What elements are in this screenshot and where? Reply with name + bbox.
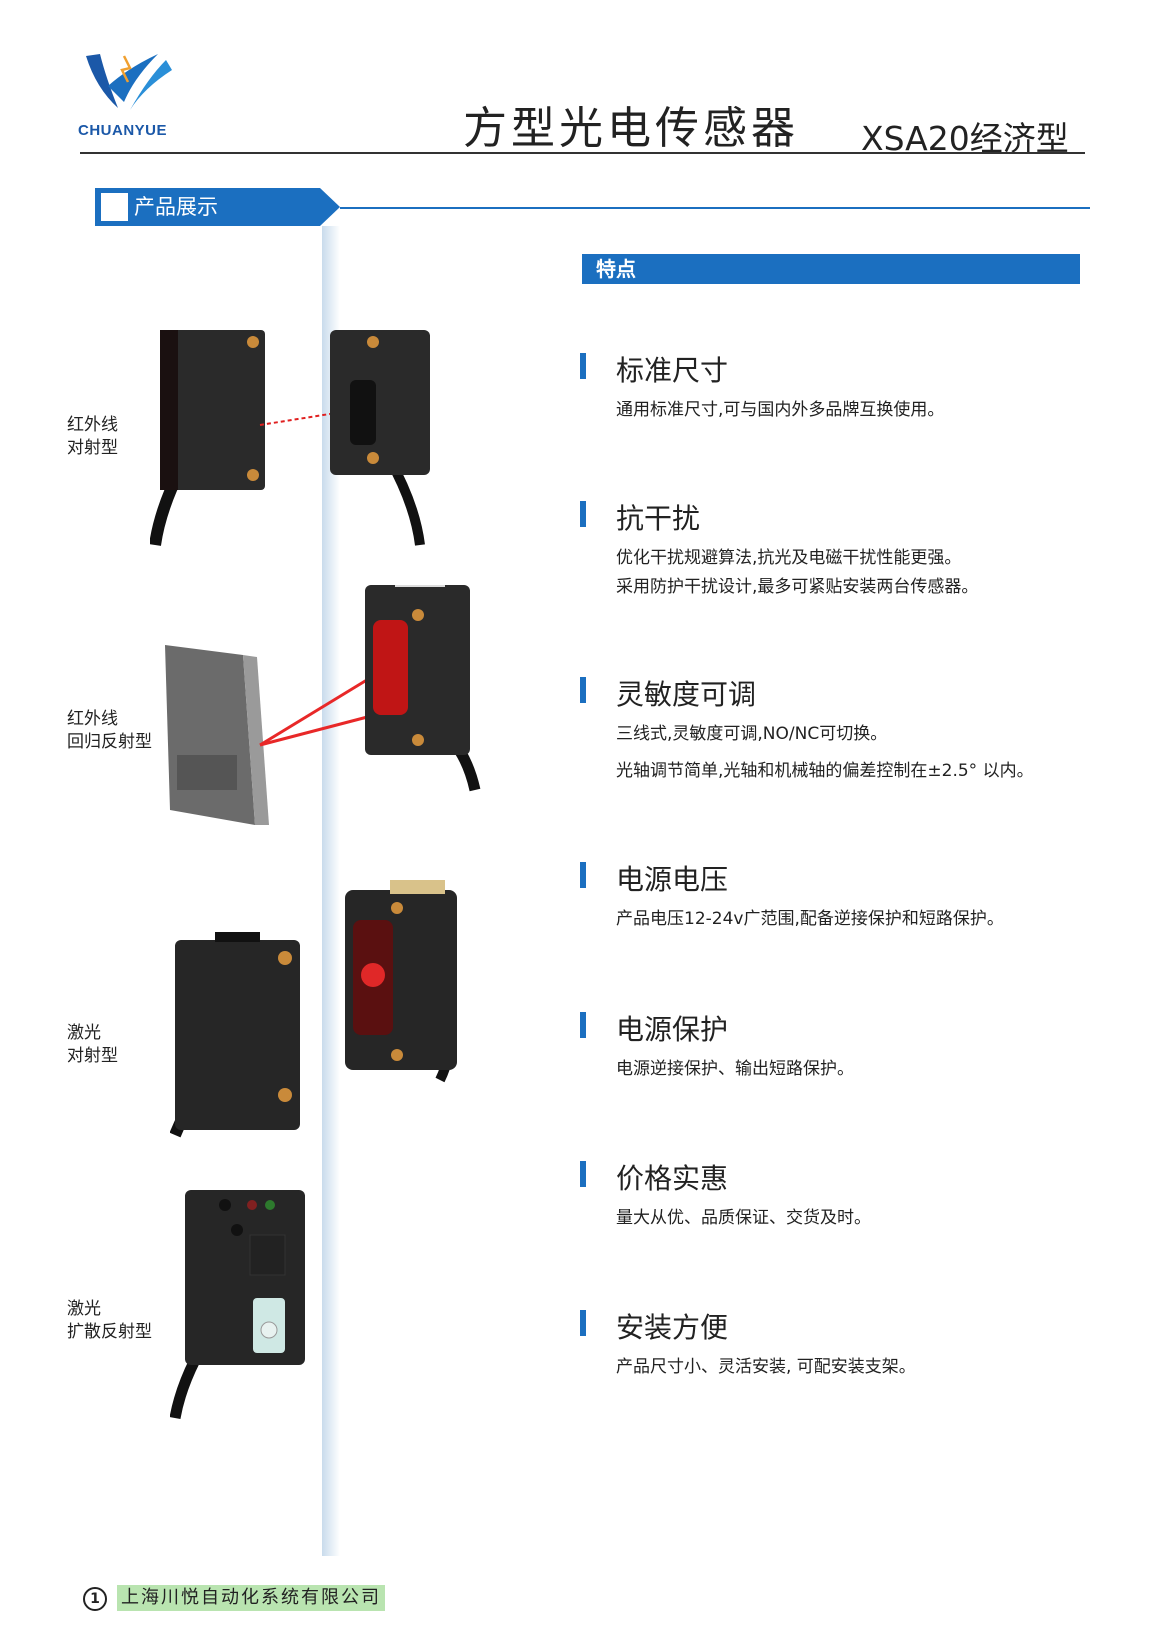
feature-title: 标准尺寸 [616, 354, 729, 387]
feature-desc: 通用标准尺寸,可与国内外多品牌互换使用。 [616, 400, 945, 420]
product-label-infrared-through-beam: 红外线 对射型 [67, 415, 118, 458]
feature-desc: 优化干扰规避算法,抗光及电磁干扰性能更强。 [616, 548, 962, 568]
features-header-title: 特点 [596, 257, 636, 281]
section-title: 产品展示 [134, 195, 218, 219]
page-subtitle: XSA20经济型 [861, 119, 1069, 158]
product-label-laser-through-beam: 激光 对射型 [67, 1023, 118, 1066]
infrared-through-beam-image [150, 330, 430, 546]
feature-marker [580, 1310, 586, 1336]
feature-desc: 采用防护干扰设计,最多可紧贴安装两台传感器。 [616, 577, 979, 597]
divider-column [322, 226, 340, 1556]
section-marker [101, 193, 128, 221]
laser-through-beam-image [170, 880, 457, 1138]
feature-desc: 产品电压12-24v广范围,配备逆接保护和短路保护。 [616, 909, 1004, 929]
features-header-bar [582, 254, 1080, 284]
infrared-retroreflective-image [165, 585, 481, 825]
feature-desc: 量大从优、品质保证、交货及时。 [616, 1208, 871, 1228]
header-divider [80, 152, 1085, 154]
feature-marker [580, 677, 586, 703]
feature-marker [580, 1161, 586, 1187]
feature-marker [580, 353, 586, 379]
section-rule [340, 207, 1090, 209]
page-number: 1 [83, 1587, 107, 1611]
feature-desc: 三线式,灵敏度可调,NO/NC可切换。 [616, 724, 888, 744]
feature-marker [580, 862, 586, 888]
section-banner [95, 188, 340, 226]
feature-desc: 光轴调节简单,光轴和机械轴的偏差控制在±2.5° 以内。 [616, 761, 1034, 781]
laser-diffuse-image [170, 1190, 305, 1420]
feature-marker [580, 501, 586, 527]
brand-logo [78, 48, 198, 148]
feature-title: 安装方便 [616, 1311, 729, 1344]
feature-title: 电源电压 [616, 863, 729, 896]
feature-desc: 产品尺寸小、灵活安装, 可配安装支架。 [616, 1357, 916, 1377]
feature-desc: 电源逆接保护、输出短路保护。 [616, 1059, 854, 1079]
feature-title: 价格实惠 [616, 1162, 729, 1195]
product-label-laser-diffuse: 激光 扩散反射型 [67, 1299, 152, 1342]
page-title: 方型光电传感器 [463, 103, 799, 154]
feature-title: 抗干扰 [616, 502, 701, 535]
feature-title: 电源保护 [616, 1013, 729, 1046]
footer-company-name: 上海川悦自动化系统有限公司 [117, 1585, 385, 1611]
feature-marker [580, 1012, 586, 1038]
feature-title: 灵敏度可调 [616, 678, 757, 711]
product-label-infrared-retroreflective: 红外线 回归反射型 [67, 709, 152, 752]
brand-name: CHUANYUE [78, 122, 168, 139]
